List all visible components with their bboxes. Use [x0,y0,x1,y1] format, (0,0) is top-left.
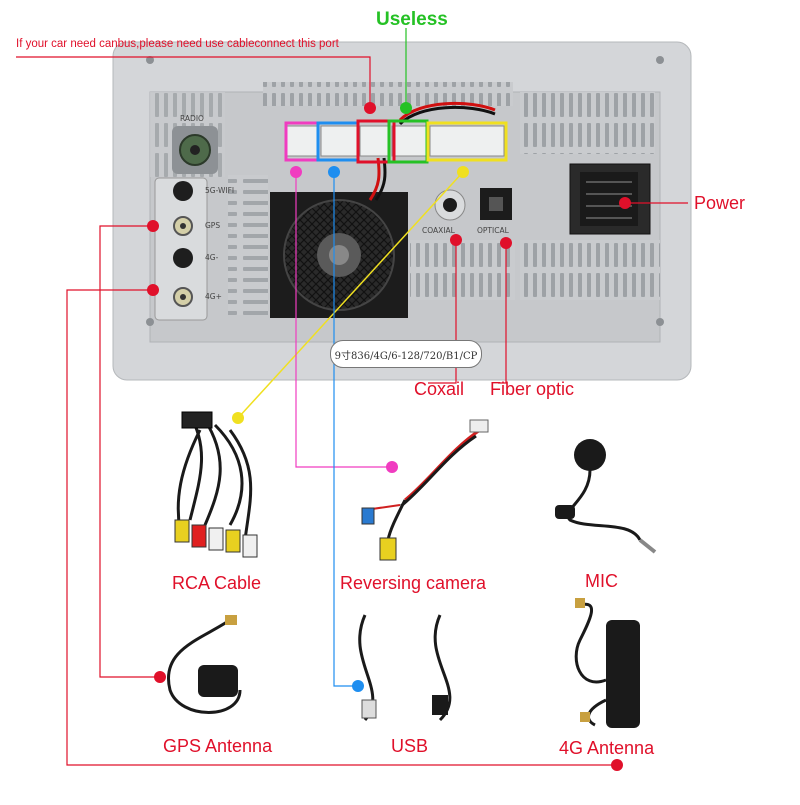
rca-connector [429,125,505,157]
rca-cable-dot [232,412,244,424]
canbus-leader [16,56,371,108]
gps-antenna-dot [154,671,166,683]
canbus-highlight [356,119,396,164]
canbus-connector [359,125,391,157]
optical-port [480,188,512,220]
gps-port-dot [147,220,159,232]
screw-hole [146,56,154,64]
gps-antenna-illustration [166,615,242,714]
gps-antenna-label: GPS Antenna [163,736,273,756]
rca-port-dot [457,166,469,178]
optical-leader [498,243,507,384]
power-dot [619,197,631,209]
cooling-fan [270,192,408,318]
reversing-camera-cable-dot [386,461,398,473]
4g-antenna-illustration [574,598,640,728]
wifi-port-label: 5G-WIFI [205,186,235,195]
4g-port-dot [147,284,159,296]
antenna-block [154,177,208,321]
reversing-camera-port-dot [290,166,302,178]
canbus-note: If your car need canbus,please need use … [16,38,339,50]
rca-cable-label: RCA Cable [172,573,262,593]
optical-dot [500,237,512,249]
reversing-camera-illustration [361,419,489,561]
wifi-antenna-port [173,181,193,201]
radio-port [172,126,218,174]
coaxial-port [434,189,466,221]
gps-leader [99,225,160,678]
usb-illustration [358,614,452,722]
4g-minus-port [173,248,193,268]
optical-port-label: OPTICAL [477,226,509,235]
screw-hole [656,318,664,326]
mic-label: MIC [585,571,618,591]
reversing-camera-connector [286,125,318,157]
screw-hole [656,56,664,64]
upper-wire-black [398,106,496,126]
coaxial-port-label: COAXIAL [422,226,455,235]
coaxail-label: Coxail [414,379,465,399]
mic-illustration [555,439,657,554]
usb-connector [320,125,358,157]
fiber-optic-label: Fiber optic [490,379,575,399]
gps-port-label: GPS [205,221,221,230]
canbus-dot [364,102,376,114]
useless-connector [391,125,427,157]
rca-cable-illustration [174,411,258,558]
rca-leader [237,171,464,419]
screw-hole [146,318,154,326]
coaxail-leader [428,240,457,384]
usb-port-dot [328,166,340,178]
reversing-camera-leader [295,172,392,468]
model-plate: 9寸836/4G/6-128/720/B1/CP [330,340,482,368]
4g-minus-port-label: 4G- [205,253,219,262]
4g-leader [66,289,617,766]
4g-plus-port-label: 4G+ [205,292,222,301]
power-label: Power [694,193,746,213]
useless-dot [400,102,412,114]
connector-row [286,125,505,157]
reversing-camera-label: Reversing camera [340,573,487,593]
usb-label: USB [391,736,429,756]
usb-cable-dot [352,680,364,692]
4g-antenna-dot [611,759,623,771]
coaxial-dot [450,234,462,246]
4g-antenna-label: 4G Antenna [559,738,655,758]
rca-highlight [426,121,508,162]
radio-port-label: RADIO [180,114,204,123]
power-connector [569,163,651,235]
upper-wire-red [398,102,496,122]
useless-label: Useless [376,9,448,30]
